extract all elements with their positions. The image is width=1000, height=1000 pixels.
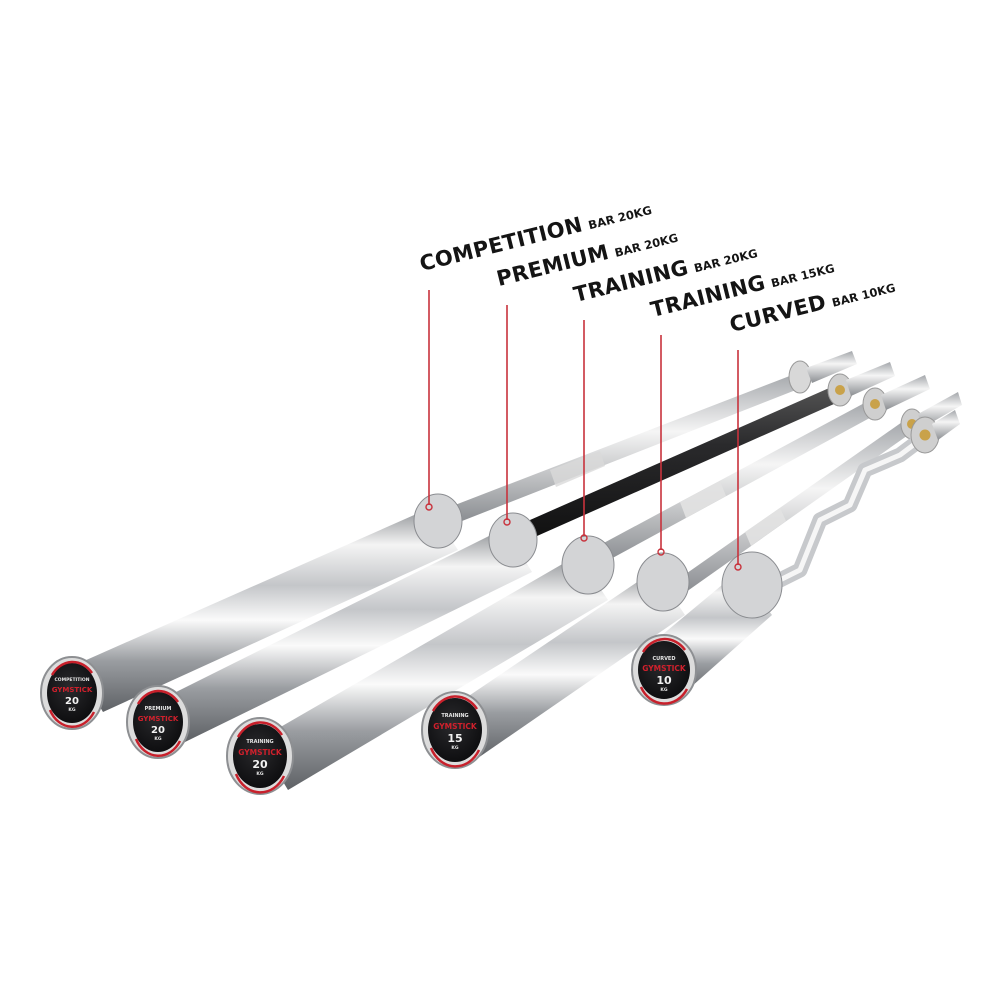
cap-brand-text: GYMSTICK [138,715,179,723]
bar-sleeve-near [160,528,532,742]
cap-weight-text: 10 [656,674,672,687]
bar-premium [160,362,895,742]
bar-sleeve-near [445,570,685,760]
bar-sleeve-far [932,410,960,440]
bar-collar [561,535,615,595]
cap-unit-text: KG [154,736,161,742]
bar-sleeve-far [806,351,857,383]
cap-model-text: CURVED [652,656,675,662]
bar-shaft [530,385,843,536]
brass-bushing [835,385,845,395]
bar-collar [721,551,783,619]
bar-competition [75,351,857,712]
bar-sleeve-far [881,375,930,410]
bar-collar [488,512,538,568]
end-cap-premium: PREMIUM GYMSTICK 20 KG [126,685,190,759]
cap-unit-text: KG [660,687,667,693]
cap-unit-text: KG [68,707,75,713]
brass-bushing [870,399,880,409]
bar-sleeve-near [258,555,608,790]
brass-bushing [919,429,931,441]
cap-brand-text: GYMSTICK [52,686,93,694]
cap-brand-text: GYMSTICK [433,722,478,731]
bar-collar [636,552,690,612]
bar-collar [413,493,463,549]
bar-training-20 [258,375,930,790]
end-cap-training-15: TRAINING GYMSTICK 15 KG [421,691,489,769]
bar-shaft [455,372,806,521]
cap-unit-text: KG [451,745,458,751]
cap-weight-text: 15 [447,732,462,745]
cap-model-text: TRAINING [246,739,273,745]
cap-model-text: PREMIUM [145,706,172,712]
cap-weight-text: 20 [252,758,268,771]
end-cap-curved: CURVED GYMSTICK 10 KG [631,634,697,706]
cap-brand-text: GYMSTICK [238,748,283,757]
bar-sleeve-far [846,362,895,396]
cap-model-text: COMPETITION [54,677,89,683]
cap-unit-text: KG [256,771,263,777]
leader-lines [425,290,742,571]
bar-sleeve-near [75,508,458,712]
cap-model-text: TRAINING [441,713,468,719]
end-cap-training-20: TRAINING GYMSTICK 20 KG [226,717,294,795]
bar-collar [788,360,812,394]
cap-weight-text: 20 [151,725,165,736]
cap-brand-text: GYMSTICK [642,664,687,673]
cap-weight-text: 20 [65,696,79,707]
end-cap-competition: COMPETITION GYMSTICK 20 KG [40,656,104,730]
